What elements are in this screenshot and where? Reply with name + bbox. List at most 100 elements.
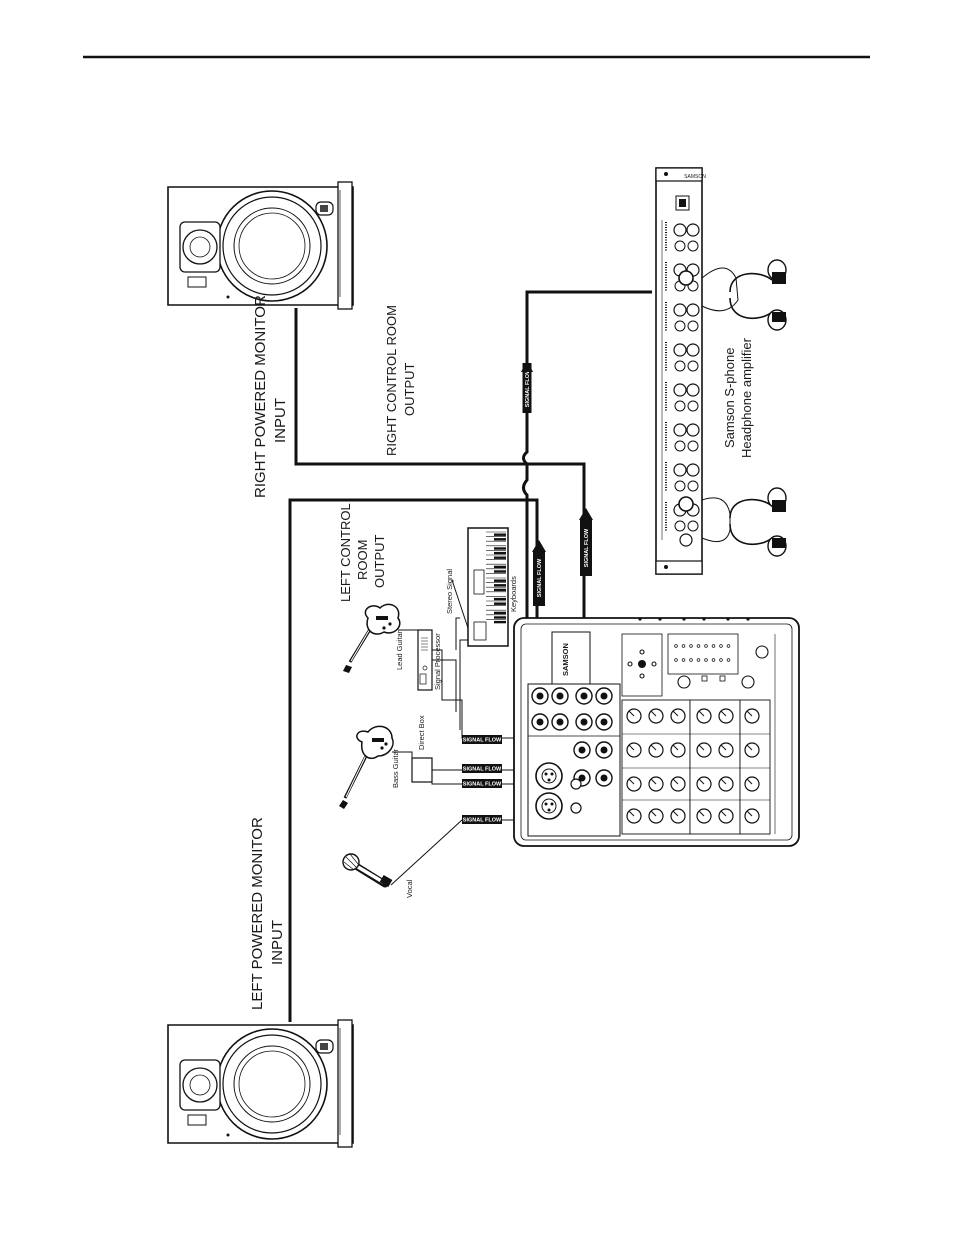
keyboard-black-key xyxy=(494,616,506,619)
signal-flow-text: SIGNAL FLOW xyxy=(525,368,531,407)
keyboard-black-key xyxy=(494,556,506,559)
keyboard-black-key xyxy=(494,579,506,582)
keyboard-black-key xyxy=(494,533,506,536)
rack-knob xyxy=(686,423,700,437)
keyboard-black-key xyxy=(494,547,506,550)
keyboard-black-key xyxy=(494,620,506,624)
knob-pointer xyxy=(746,710,753,717)
knob-pointer xyxy=(746,778,753,785)
keyboard-icon xyxy=(467,527,509,647)
label-left-control-room-output: LEFT CONTROL ROOM OUTPUT xyxy=(338,503,387,602)
knob-pointer xyxy=(650,710,657,717)
rack-knob xyxy=(686,343,700,357)
jack-socket-hole xyxy=(580,692,588,700)
headphone-out-jack xyxy=(678,496,694,512)
knob-pointer xyxy=(672,710,679,717)
label-hpa-line1: Samson S-phone xyxy=(722,348,737,448)
knob-pointer xyxy=(628,778,635,785)
knob-pointer xyxy=(746,810,753,817)
knob-pointer xyxy=(650,778,657,785)
label-right-monitor-line2: INPUT xyxy=(272,398,289,443)
headphone-amp-cable xyxy=(522,290,652,710)
jack-socket-hole xyxy=(536,718,544,726)
knob-pointer xyxy=(698,778,705,785)
rack-knob xyxy=(673,463,687,477)
rack-brand-text: SAMSON xyxy=(684,174,706,180)
meter-led xyxy=(681,658,686,662)
label-lcr-line3: OUTPUT xyxy=(372,535,387,589)
meter-led xyxy=(719,658,723,662)
rack-knob xyxy=(673,343,687,357)
label-vocal: Vocal xyxy=(405,879,414,898)
rack-jack xyxy=(687,400,699,412)
label-right-monitor-line1: RIGHT POWERED MONITOR xyxy=(252,295,269,498)
xlr-input-2 xyxy=(535,762,563,790)
mixer-screw xyxy=(746,617,750,621)
vocal-cable xyxy=(390,819,514,886)
direct-box xyxy=(411,757,433,783)
headphones-bottom xyxy=(701,487,787,557)
keyboard-black-key xyxy=(494,584,506,587)
headphone-amplifier-rack: SAMSON xyxy=(655,167,706,575)
mixer: SAMSON xyxy=(513,617,800,847)
knob-pointer xyxy=(672,744,679,751)
knob-pointer xyxy=(720,810,727,817)
knob-pointer xyxy=(720,778,727,785)
meter-led xyxy=(711,644,716,648)
meter-led xyxy=(726,658,731,662)
rack-knob xyxy=(686,223,700,237)
label-right-control-room-output: RIGHT CONTROL ROOM OUTPUT xyxy=(384,305,417,456)
keyboard-black-key xyxy=(494,611,506,615)
knob-pointer xyxy=(698,710,705,717)
trim-knob xyxy=(570,802,582,814)
flow-arrow-up xyxy=(521,360,533,372)
right-powered-monitor xyxy=(167,181,354,310)
label-lcr-line2: ROOM xyxy=(355,540,370,580)
label-left-monitor-line2: INPUT xyxy=(269,920,286,965)
jack-socket-hole xyxy=(578,746,586,754)
label-keyboards: Keyboards xyxy=(509,576,518,612)
signal-flow-text: SIGNAL FLOW xyxy=(537,558,543,597)
knob-pointer xyxy=(628,810,635,817)
bass-guitar-icon xyxy=(339,725,394,809)
meter-led xyxy=(674,644,678,648)
knob-pointer xyxy=(698,810,705,817)
signal-flow-tag-bass-1: SIGNAL FLOW xyxy=(462,764,502,773)
mixer-screw xyxy=(726,617,730,621)
meter-led xyxy=(689,658,693,662)
rack-jack xyxy=(674,320,686,332)
rack-jack xyxy=(674,520,686,532)
knob-pointer xyxy=(720,710,727,717)
jack-socket-hole xyxy=(600,692,608,700)
keyboard-cable xyxy=(459,639,468,730)
meter-led xyxy=(719,644,723,648)
rack-knob xyxy=(686,303,700,317)
stereo-signal-line xyxy=(451,579,469,629)
rack-knob xyxy=(673,223,687,237)
meter-led xyxy=(704,658,708,662)
rack-jack xyxy=(687,520,699,532)
microphone-icon xyxy=(342,853,393,888)
label-lead-guitar: Lead Guitar xyxy=(395,630,404,670)
rack-knob xyxy=(679,533,693,547)
signal-flow-tag-headphone: SIGNAL FLOW xyxy=(522,363,532,413)
signal-flow-tag-left: SIGNAL FLOW xyxy=(533,550,545,606)
label-left-monitor-input: LEFT POWERED MONITOR INPUT xyxy=(249,817,286,1010)
knob-pointer xyxy=(720,744,727,751)
knob-pointer xyxy=(628,744,635,751)
rack-knob xyxy=(673,383,687,397)
jack-socket-hole xyxy=(580,718,588,726)
knob-pointer xyxy=(672,810,679,817)
headphone-out-jack xyxy=(678,270,694,286)
knob-pointer xyxy=(746,744,753,751)
signal-flow-text: SIGNAL FLOW xyxy=(463,782,502,788)
label-stereo-signal: Stereo Signal xyxy=(445,569,454,614)
label-hpa-line2: Headphone amplifier xyxy=(739,337,754,458)
keyboard-black-key xyxy=(494,570,506,573)
rack-knob xyxy=(686,383,700,397)
mixer-screw xyxy=(658,617,662,621)
trim-knob xyxy=(570,778,582,790)
meter-led xyxy=(689,644,693,648)
